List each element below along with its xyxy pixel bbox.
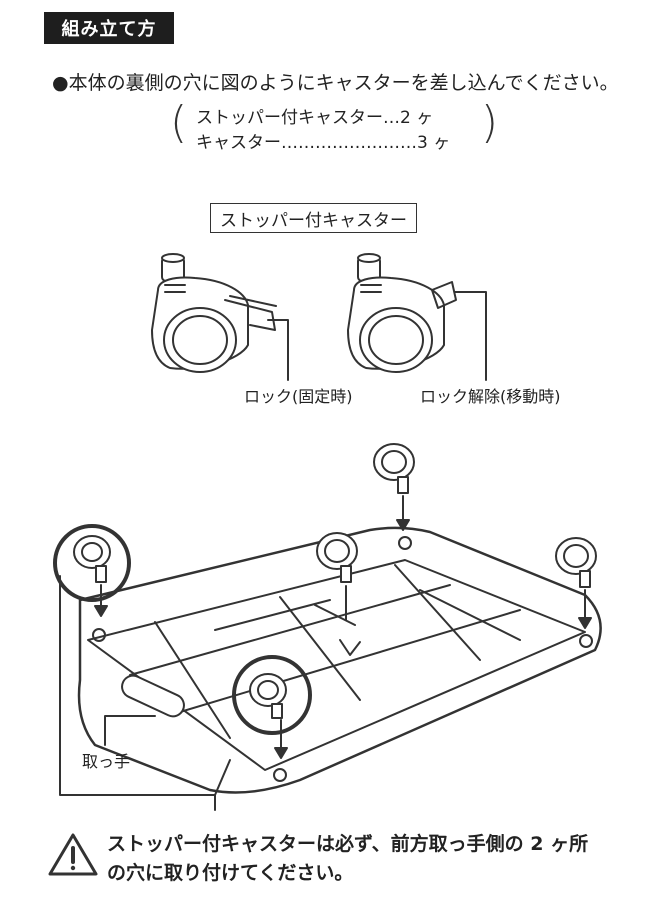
stopper-caster-label-box: ストッパー付キャスター <box>210 203 417 233</box>
locked-caster-illustration <box>151 253 277 373</box>
warning-triangle-icon <box>48 833 98 876</box>
handle-callout-line <box>104 715 156 746</box>
warning-line-1: ストッパー付キャスターは必ず、前方取っ手側の 2 ヶ所 <box>107 833 589 855</box>
caster-quantity-list: ( ストッパー付キャスター…2 ヶ キャスター……………………3 ヶ ) <box>170 98 498 154</box>
quantity-item-name: キャスター <box>196 133 281 153</box>
front-side-bracket <box>59 575 216 811</box>
unlock-callout-line <box>454 291 487 381</box>
right-parenthesis: ) <box>480 97 498 148</box>
instruction-text: ●本体の裏側の穴に図のようにキャスターを差し込んでください。 <box>52 72 619 94</box>
arrow-head <box>396 519 410 531</box>
quantity-count: 3 ヶ <box>417 133 451 153</box>
stopper-caster-front-left <box>53 524 131 602</box>
section-heading: 組み立て方 <box>44 12 174 44</box>
quantity-row: ストッパー付キャスター…2 ヶ <box>196 103 433 128</box>
warning-line-2: の穴に取り付けてください。 <box>107 862 354 884</box>
leader-dots: … <box>383 108 400 128</box>
lock-callout-line <box>267 319 289 381</box>
caster-right <box>555 537 597 588</box>
caster-center <box>316 532 358 583</box>
handle-label: 取っ手 <box>82 752 131 771</box>
tray-underside-illustration <box>77 526 602 794</box>
quantity-row: キャスター……………………3 ヶ <box>196 128 450 153</box>
left-parenthesis: ( <box>170 97 188 148</box>
warning-text: ストッパー付キャスターは必ず、前方取っ手側の 2 ヶ所 の穴に取り付けてください… <box>107 830 588 888</box>
quantity-item-name: ストッパー付キャスター <box>196 108 383 128</box>
stopper-caster-front-center <box>232 655 312 735</box>
unlocked-caster-illustration <box>347 253 457 373</box>
unlock-label: ロック解除(移動時) <box>420 387 561 406</box>
leader-dots: …………………… <box>281 133 417 153</box>
lock-label: ロック(固定時) <box>244 387 353 406</box>
quantity-count: 2 ヶ <box>400 108 434 128</box>
caster-top-right <box>373 443 415 494</box>
